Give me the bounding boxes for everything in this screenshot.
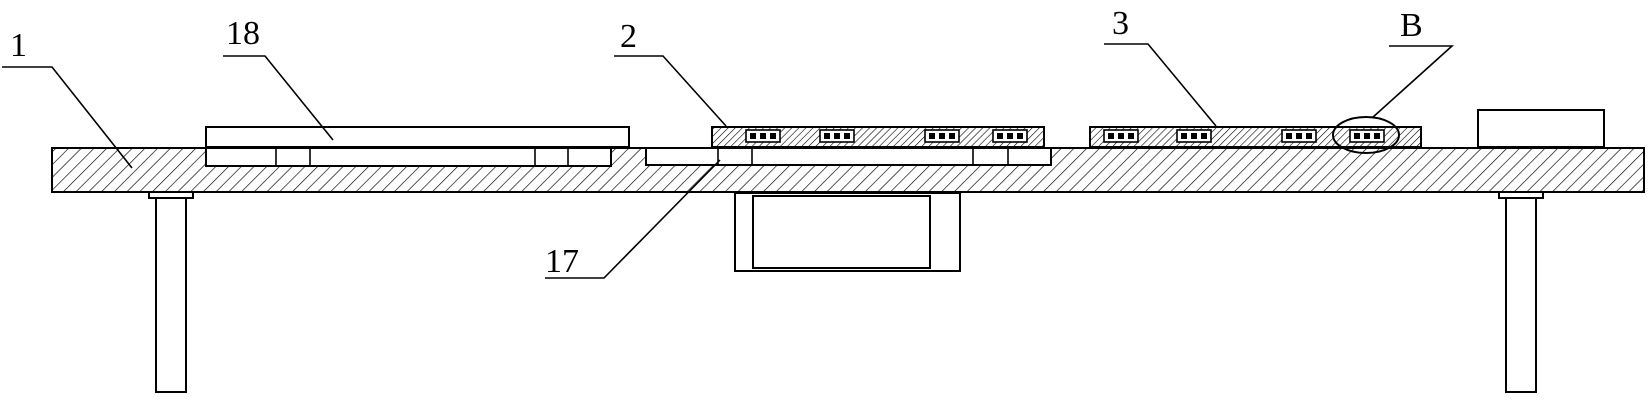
stud-pin [1118, 133, 1124, 139]
stud-pin [1108, 133, 1114, 139]
stud-pin [1128, 133, 1134, 139]
right-block [1477, 109, 1605, 148]
stud-pin [760, 133, 766, 139]
stud-pin [824, 133, 830, 139]
stud-pin [834, 133, 840, 139]
stud-pin [1364, 133, 1370, 139]
slot-17 [645, 147, 1052, 166]
carrier-3 [1089, 126, 1422, 148]
stud-pin [1191, 133, 1197, 139]
detail-b-circle [1332, 116, 1400, 154]
left-leg [148, 182, 194, 393]
carrier-2 [711, 126, 1045, 148]
stud-pin [949, 133, 955, 139]
stud-pin [844, 133, 850, 139]
stud-pin [997, 133, 1003, 139]
stud-pin [770, 133, 776, 139]
label-17: 17 [545, 243, 579, 280]
stud-pin [1017, 133, 1023, 139]
stud-pin [939, 133, 945, 139]
stud-pin [929, 133, 935, 139]
label-18: 18 [226, 15, 260, 52]
lower-box [734, 192, 961, 272]
stud-pin [1201, 133, 1207, 139]
stud-pin [1374, 133, 1380, 139]
label-b: B [1400, 7, 1423, 44]
stud-pin [1296, 133, 1302, 139]
stud-pin [1286, 133, 1292, 139]
label-1: 1 [10, 27, 27, 64]
stud-pin [750, 133, 756, 139]
stud-pin [1181, 133, 1187, 139]
label-3: 3 [1112, 5, 1129, 42]
stud-pin [1354, 133, 1360, 139]
label-2: 2 [620, 18, 637, 55]
leader-lines [2, 43, 1455, 279]
right-leg [1498, 182, 1544, 393]
stud-pin [1007, 133, 1013, 139]
stud-pin [1306, 133, 1312, 139]
plate-18 [205, 126, 630, 167]
